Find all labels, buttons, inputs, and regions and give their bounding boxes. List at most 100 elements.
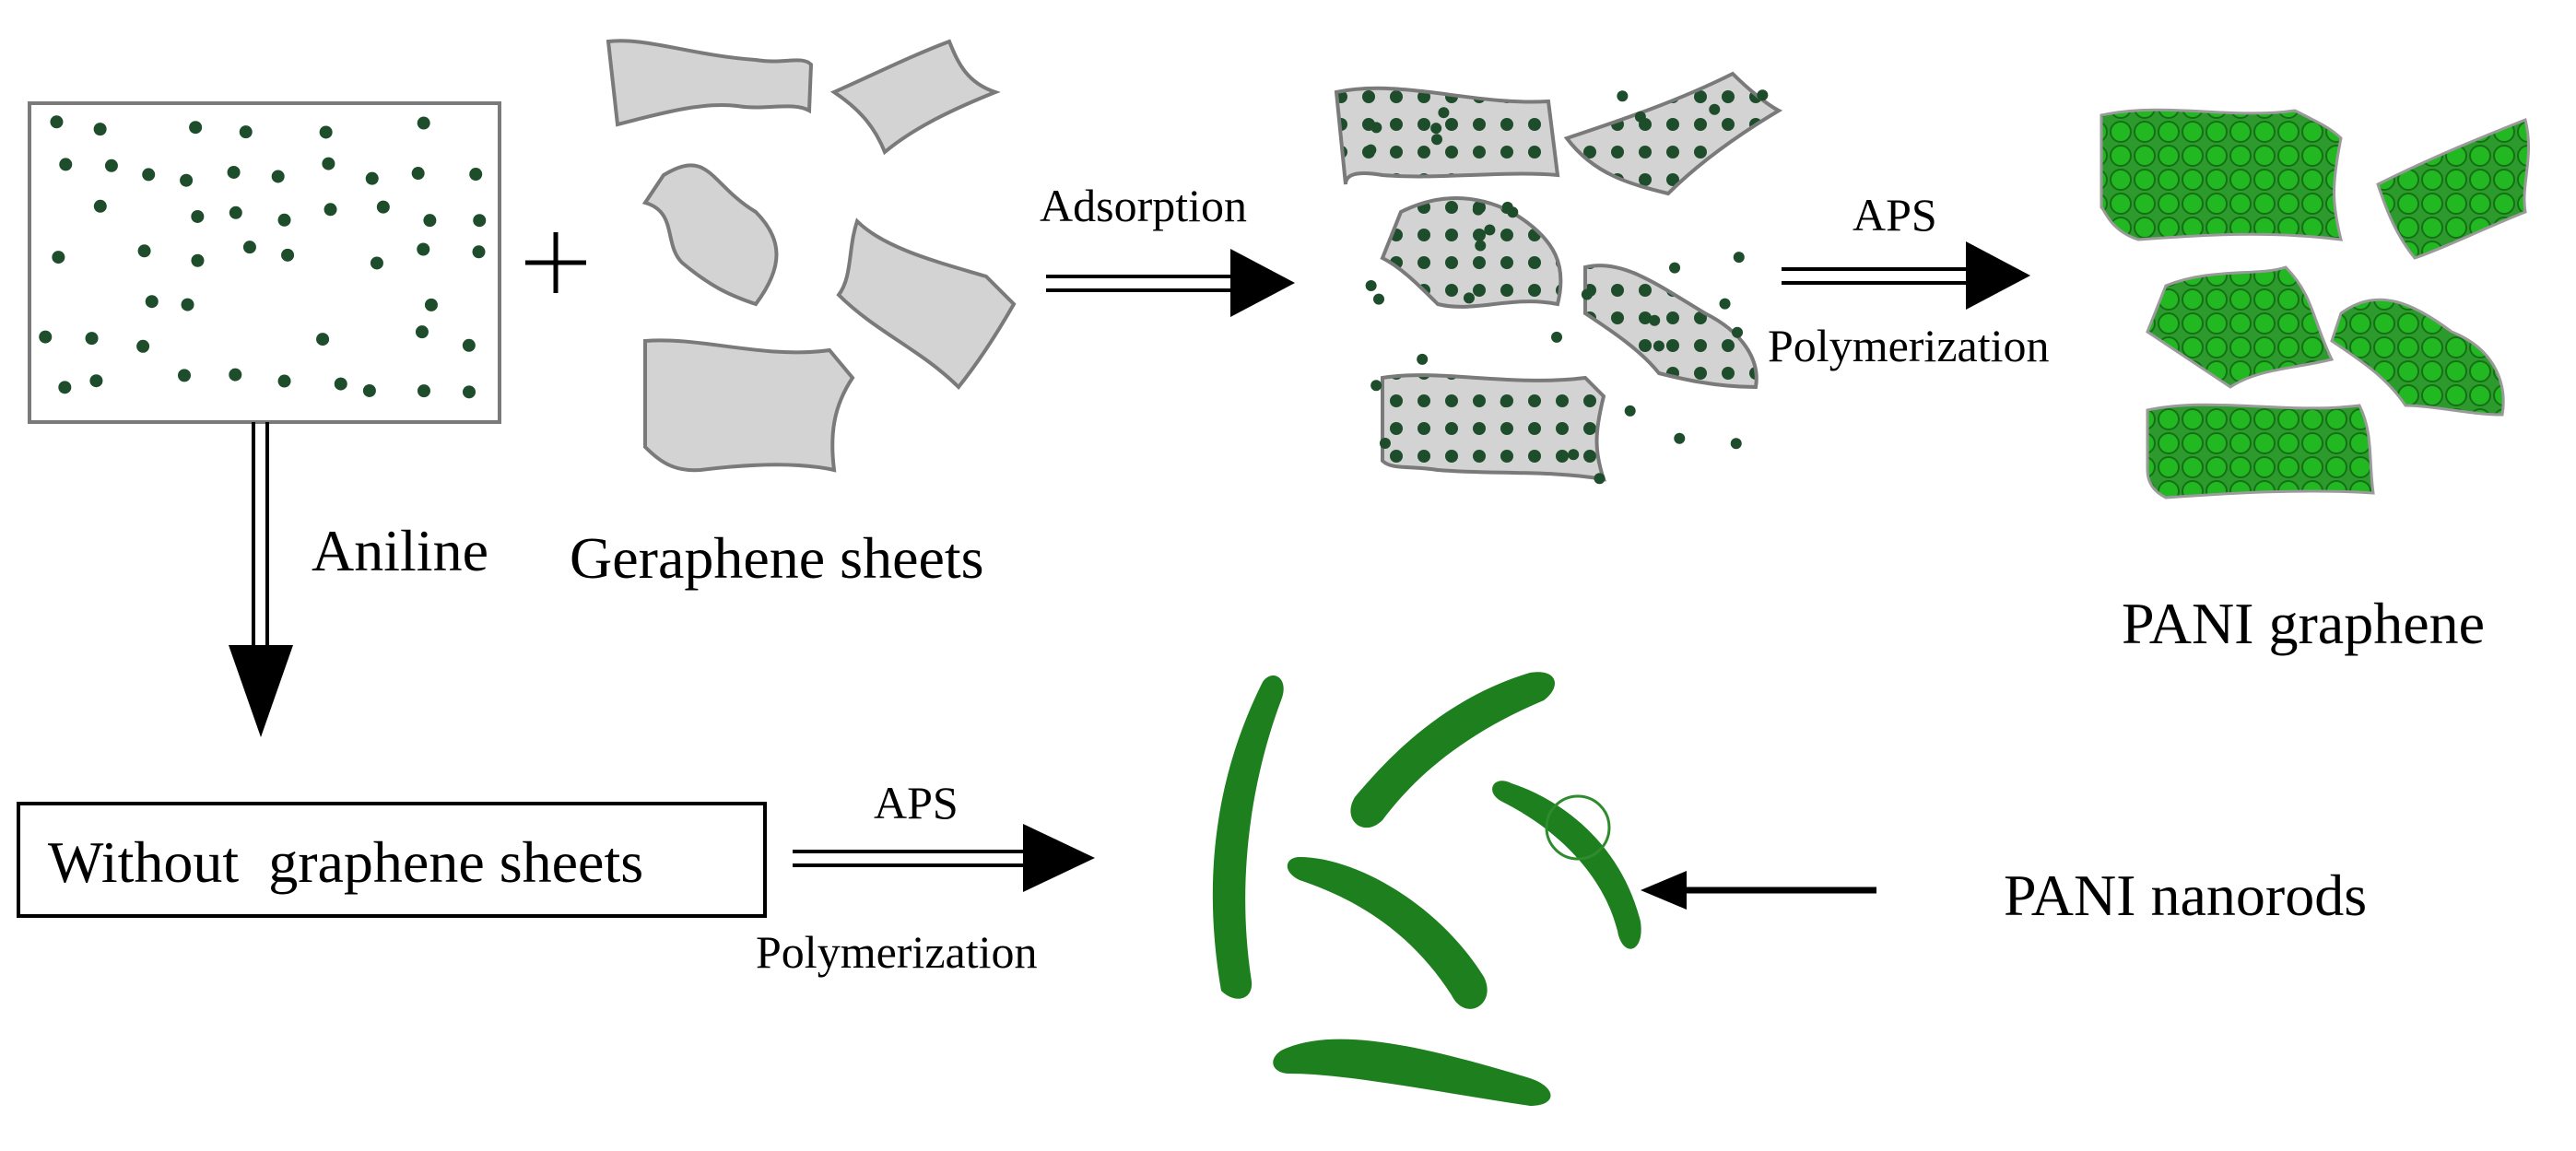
free-aniline-dot	[1568, 449, 1580, 461]
pani-graphene-sheet	[2100, 108, 2343, 241]
free-aniline-dots	[1365, 89, 1769, 485]
free-aniline-dot	[1475, 240, 1487, 252]
free-aniline-dot	[1757, 89, 1769, 101]
free-aniline-dot	[1733, 252, 1745, 264]
aniline-dot	[93, 199, 107, 213]
aniline-dot	[281, 248, 295, 262]
pani-nanorod	[1273, 1039, 1551, 1106]
pani-graphene-sheet	[2330, 298, 2505, 417]
free-aniline-dot	[1649, 314, 1661, 326]
aniline-dot	[473, 214, 487, 228]
free-aniline-dot	[1370, 122, 1382, 134]
label-pani-nanorods: PANI nanorods	[2004, 863, 2368, 928]
graphene-sheets-group	[606, 39, 1017, 473]
aniline-dot	[370, 256, 383, 270]
aniline-dot	[191, 209, 205, 223]
arrow-aps-top	[1782, 241, 2030, 310]
aniline-dot	[142, 168, 156, 182]
adsorbed-sheet	[1563, 71, 1783, 196]
aniline-dot	[417, 116, 430, 130]
arrow-aps-bottom	[793, 824, 1095, 892]
graphene-sheet	[829, 39, 1001, 156]
aniline-dot	[189, 121, 203, 135]
label-pani-graphene: PANI graphene	[2122, 591, 2485, 656]
free-aniline-dot	[1430, 123, 1442, 135]
free-aniline-dot	[1484, 224, 1496, 236]
label-geraphene-sheets: Geraphene sheets	[570, 525, 984, 591]
free-aniline-dot	[1669, 262, 1681, 274]
aniline-dot	[227, 165, 241, 179]
aniline-dot	[319, 125, 333, 139]
free-aniline-dot	[1674, 432, 1686, 444]
aniline-dot	[463, 385, 476, 399]
label-aps-top: APS	[1853, 189, 1937, 241]
aniline-dot	[462, 338, 476, 352]
free-aniline-dot	[1500, 396, 1511, 408]
free-aniline-dot	[1430, 134, 1442, 146]
graphene-sheet	[836, 217, 1017, 390]
pani-graphene-sheet	[2376, 117, 2531, 260]
plus-sign	[525, 232, 586, 293]
adsorbed-sheet	[1334, 86, 1560, 185]
free-aniline-dot	[1551, 331, 1563, 343]
label-polymerization-bottom: Polymerization	[756, 926, 1038, 978]
aniline-dot	[365, 171, 379, 185]
aniline-dot	[415, 325, 429, 339]
free-aniline-dot	[1472, 204, 1484, 216]
aniline-dot	[362, 383, 376, 397]
aniline-dot	[137, 244, 151, 258]
aniline-dot	[334, 377, 347, 391]
free-aniline-dot	[1634, 111, 1646, 123]
pani-graphene-group	[2100, 108, 2531, 499]
aniline-dot	[239, 125, 253, 139]
free-aniline-dot	[1438, 107, 1450, 119]
free-aniline-dot	[1709, 103, 1721, 115]
aniline-dot	[145, 295, 159, 309]
free-aniline-dot	[1365, 144, 1377, 156]
pani-nanorods-group	[1212, 672, 1641, 1106]
free-aniline-dot	[1732, 326, 1744, 338]
aniline-monomer-dots	[39, 115, 487, 399]
aniline-dot	[89, 374, 103, 388]
arrow-pointer-nanorods	[1641, 871, 1876, 910]
adsorbed-sheets-group	[1334, 71, 1783, 482]
graphene-sheet	[643, 338, 855, 473]
arrow-adsorption	[1046, 249, 1295, 317]
label-aniline: Aniline	[312, 518, 488, 583]
free-aniline-dot	[1730, 438, 1742, 450]
aniline-dot	[242, 241, 256, 254]
aniline-dot	[469, 168, 483, 182]
aniline-dot	[104, 159, 118, 172]
free-aniline-dot	[1417, 353, 1429, 365]
aniline-dot	[423, 214, 437, 228]
pani-nanorod	[1212, 675, 1284, 999]
label-aps-bottom: APS	[874, 777, 959, 828]
free-aniline-dot	[1373, 293, 1385, 305]
highlight-circle	[1545, 794, 1611, 861]
pani-nanorod	[1287, 857, 1488, 1009]
aniline-dot	[52, 251, 65, 264]
arrow-aniline-down	[229, 422, 293, 737]
aniline-dot	[181, 298, 194, 311]
aniline-dot	[323, 203, 337, 217]
free-aniline-dot	[1581, 288, 1593, 300]
aniline-solution-box	[28, 101, 501, 424]
aniline-dot	[277, 374, 291, 388]
pani-nanorod	[1350, 672, 1555, 828]
aniline-dot	[417, 384, 430, 398]
adsorbed-sheet	[1380, 196, 1563, 309]
free-aniline-dot	[1463, 292, 1475, 304]
aniline-dot	[177, 369, 191, 382]
pani-graphene-sheet	[2146, 403, 2375, 499]
label-adsorption: Adsorption	[1040, 180, 1247, 231]
free-aniline-dot	[1501, 201, 1513, 213]
free-aniline-dot	[1653, 340, 1664, 352]
aniline-dot	[50, 115, 64, 129]
aniline-dot	[472, 245, 486, 259]
aniline-dot	[93, 123, 107, 136]
aniline-dot	[191, 253, 205, 267]
aniline-dot	[411, 167, 425, 181]
aniline-dot	[136, 339, 150, 353]
aniline-dot	[376, 200, 390, 214]
free-aniline-dot	[1370, 380, 1382, 392]
